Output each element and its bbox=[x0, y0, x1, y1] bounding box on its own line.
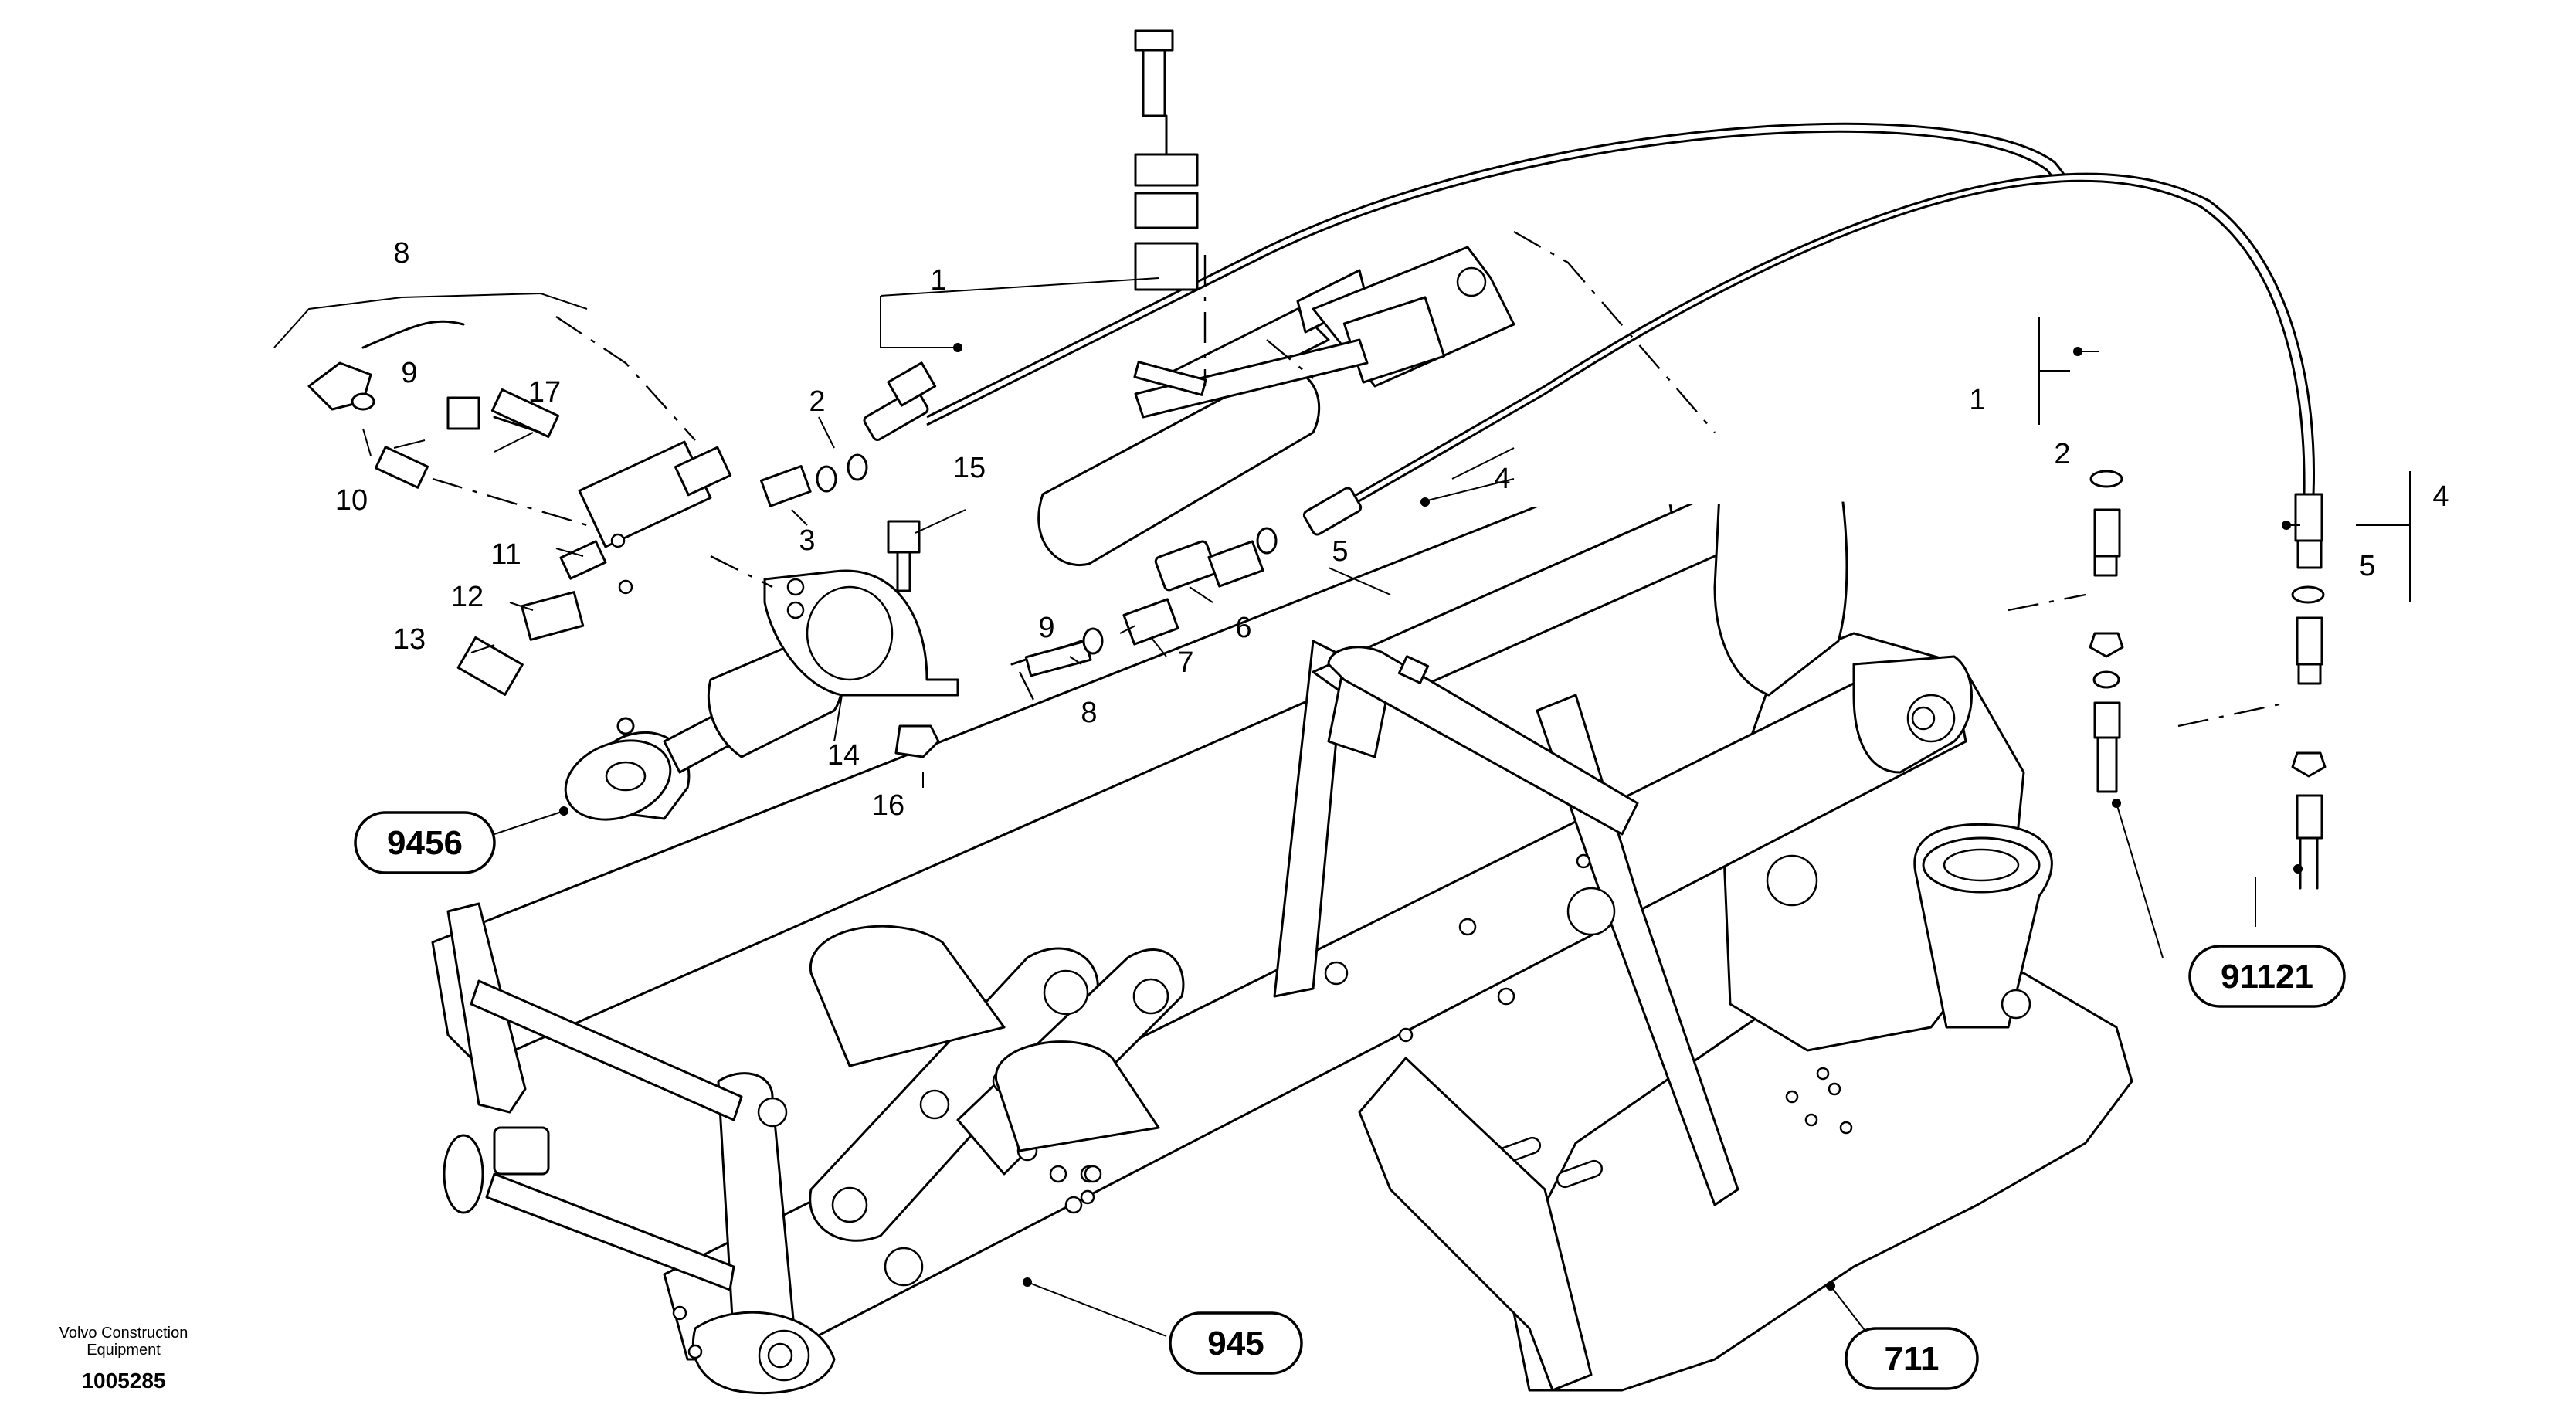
footer: Volvo Construction Equipment 1005285 bbox=[59, 1325, 188, 1393]
brand-line-1: Volvo Construction bbox=[59, 1325, 188, 1342]
callout-right-1: 1 bbox=[1969, 384, 1985, 416]
svg-text:711: 711 bbox=[1885, 1340, 1940, 1378]
steering-cylinder-9456 bbox=[564, 246, 1515, 821]
right-fittings-a bbox=[2089, 470, 2124, 793]
callout-1: 1 bbox=[930, 264, 946, 297]
svg-text:945: 945 bbox=[1207, 1325, 1264, 1362]
ref-945: 945 bbox=[1169, 1311, 1303, 1375]
pipe-8-upper bbox=[361, 320, 465, 349]
hose-clamp-stack bbox=[1133, 29, 1207, 396]
callout-8-upper: 8 bbox=[393, 237, 409, 270]
right-fittings-b bbox=[2291, 585, 2327, 890]
callout-12: 12 bbox=[451, 581, 484, 613]
callout-17: 17 bbox=[528, 376, 561, 409]
leader-dots bbox=[559, 343, 2303, 1291]
callout-5: 5 bbox=[1332, 535, 1348, 568]
front-frame-945 bbox=[431, 411, 1973, 1395]
callout-3: 3 bbox=[799, 524, 815, 557]
ref-91121: 91121 bbox=[2188, 945, 2346, 1008]
left-fittings bbox=[307, 361, 1278, 758]
callout-10: 10 bbox=[335, 484, 368, 517]
brand-line-2: Equipment bbox=[87, 1342, 161, 1359]
svg-text:91121: 91121 bbox=[2221, 958, 2313, 996]
callout-16: 16 bbox=[872, 789, 904, 822]
ref-9456: 9456 bbox=[354, 811, 496, 874]
callout-right-5: 5 bbox=[2359, 550, 2375, 582]
hose-4 bbox=[1302, 172, 2323, 569]
callout-14: 14 bbox=[827, 739, 860, 772]
clamp-14 bbox=[763, 569, 959, 697]
callout-6: 6 bbox=[1235, 612, 1251, 644]
callout-right-2: 2 bbox=[2054, 438, 2070, 470]
callout-7: 7 bbox=[1177, 646, 1193, 679]
callout-right-4: 4 bbox=[2432, 480, 2449, 513]
callout-8: 8 bbox=[1081, 697, 1097, 729]
callout-2: 2 bbox=[809, 385, 825, 418]
svg-text:9456: 9456 bbox=[387, 824, 463, 862]
callout-numbers: 1 2 3 4 5 6 7 8 8 9 9 10 11 12 13 14 15 … bbox=[335, 237, 2449, 822]
callout-9-upper: 9 bbox=[401, 357, 417, 389]
leader-lines bbox=[273, 277, 2411, 1337]
callout-13: 13 bbox=[393, 623, 426, 656]
assembly-lines bbox=[432, 230, 2287, 728]
callout-15: 15 bbox=[953, 452, 986, 484]
callout-11: 11 bbox=[490, 538, 521, 571]
callout-4: 4 bbox=[1494, 463, 1510, 495]
doc-number: 1005285 bbox=[81, 1369, 165, 1393]
ref-711: 711 bbox=[1845, 1327, 1979, 1390]
reference-labels: 9456 945 711 91121 bbox=[354, 811, 2346, 1390]
callout-9: 9 bbox=[1038, 612, 1054, 644]
